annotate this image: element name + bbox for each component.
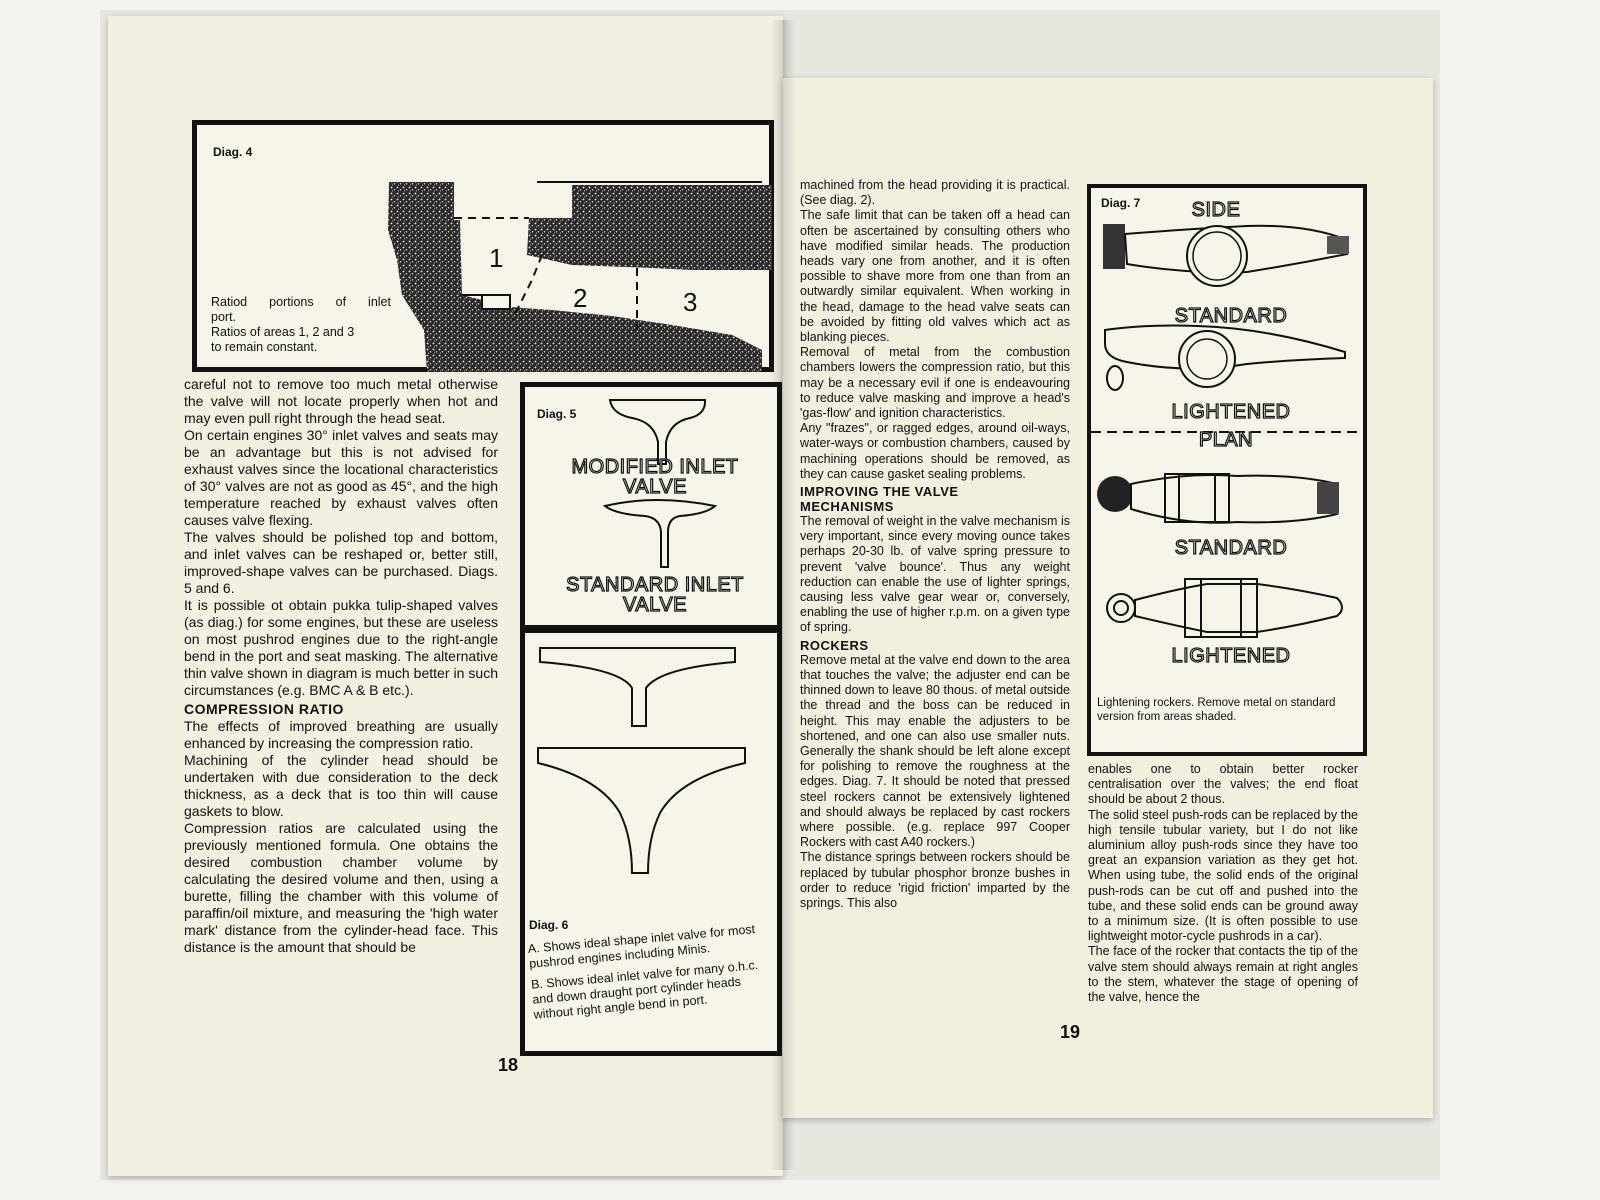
right-paragraph-5: The removal of weight in the valve mecha… — [800, 514, 1070, 635]
right-paragraph-9: The solid steel push-rods can be replace… — [1088, 807, 1358, 944]
diag4-caption-line3: Ratios of areas 1, 2 and 3 — [211, 325, 355, 339]
right-paragraph-3: Removal of metal from the combustion cha… — [800, 345, 1070, 421]
diag4-label: Diag. 4 — [213, 145, 253, 159]
diag5-standard-line2: VALVE — [622, 594, 687, 616]
right-text-column-2: enables one to obtain better rocker cent… — [1088, 762, 1358, 1005]
diag4-region-1: 1 — [489, 243, 504, 273]
heading-improving-valve-line2: MECHANISMS — [800, 499, 894, 515]
diag7-lightened-1: LIGHTENED — [1171, 401, 1291, 423]
diag7-label: Diag. 7 — [1101, 196, 1141, 210]
diag7-caption: Lightening rockers. Remove metal on stan… — [1097, 697, 1336, 723]
diag5-label: Diag. 5 — [537, 407, 577, 421]
diag7-standard-1: STANDARD — [1174, 305, 1288, 327]
diag5-frame: Diag. 5 MODIFIED INLET VALVE STANDARD IN… — [520, 382, 782, 630]
left-paragraph-2: On certain engines 30° inlet valves and … — [184, 427, 498, 528]
diag4-caption-line1: Ratiod portions of inlet — [211, 295, 391, 309]
diag7-plan-label: PLAN — [1198, 429, 1254, 451]
left-paragraph-4: It is possible ot obtain pukka tulip-sha… — [184, 597, 498, 698]
diag7-side-label: SIDE — [1191, 199, 1241, 221]
right-paragraph-4: Any "frazes", or ragged edges, around oi… — [800, 421, 1070, 481]
left-paragraph-3: The valves should be polished top and bo… — [184, 529, 498, 596]
diag7-rockers — [1091, 224, 1363, 638]
left-paragraph-6: Machining of the cylinder head should be… — [184, 752, 498, 819]
left-text-column: careful not to remove too much metal oth… — [184, 376, 498, 956]
right-paragraph-1: machined from the head providing it is p… — [800, 178, 1070, 208]
diag5-modified-line2: VALVE — [622, 476, 687, 498]
diag7-standard-2: STANDARD — [1174, 537, 1288, 559]
left-paragraph-1: careful not to remove too much metal oth… — [184, 376, 498, 426]
diag5-modified-line1: MODIFIED INLET — [571, 456, 739, 478]
diag4-region-2: 2 — [573, 283, 588, 313]
diag5-standard-text: STANDARD INLET VALVE — [531, 574, 779, 616]
heading-rockers: ROCKERS — [800, 637, 869, 653]
diag6-frame: Diag. 6 A. Shows ideal shape inlet valve… — [520, 628, 782, 1056]
right-page-number: 19 — [1060, 1022, 1081, 1042]
diag4-caption-line2: port. — [211, 310, 237, 324]
diag4-caption: Ratiod portions of inlet port. Ratios of… — [211, 295, 391, 355]
left-paragraph-7: Compression ratios are calculated using … — [184, 820, 498, 955]
diag6-captions: A. Shows ideal shape inlet valve for mos… — [527, 916, 786, 1047]
diag5-standard-line1: STANDARD INLET — [566, 574, 744, 596]
diag4-region-3: 3 — [683, 287, 698, 317]
right-paragraph-10: The face of the rocker that contacts the… — [1088, 944, 1358, 1005]
diag4-port-drawing — [388, 181, 772, 372]
left-page-number: 18 — [498, 1055, 519, 1075]
heading-compression-ratio: COMPRESSION RATIO — [184, 701, 344, 717]
right-text-column-1: machined from the head providing it is p… — [800, 178, 1070, 911]
diag4-frame: Diag. 4 1 2 3 Ratiod portions of inlet p… — [192, 120, 774, 372]
right-paragraph-7: The distance springs between rockers sho… — [800, 850, 1070, 910]
left-paragraph-5: The effects of improved breathing are us… — [184, 718, 498, 751]
diag4-caption-line4: to remain constant. — [211, 340, 318, 354]
diag7-frame: Diag. 7 SIDE STANDARD LIGHTENED PLAN STA… — [1087, 184, 1367, 756]
diag7-lightened-2: LIGHTENED — [1171, 645, 1291, 667]
right-paragraph-6: Remove metal at the valve end down to th… — [800, 652, 1070, 850]
right-paragraph-8: enables one to obtain better rocker cent… — [1088, 762, 1358, 807]
diag5-modified-text: MODIFIED INLET VALVE — [535, 456, 775, 498]
diag6-label: Diag. 6 — [529, 918, 569, 932]
right-paragraph-2: The safe limit that can be taken off a h… — [800, 208, 1070, 345]
heading-improving-valve-line1: IMPROVING THE VALVE — [800, 484, 959, 500]
diag5-modified-valve — [602, 399, 718, 568]
diag6-valves — [537, 647, 746, 874]
